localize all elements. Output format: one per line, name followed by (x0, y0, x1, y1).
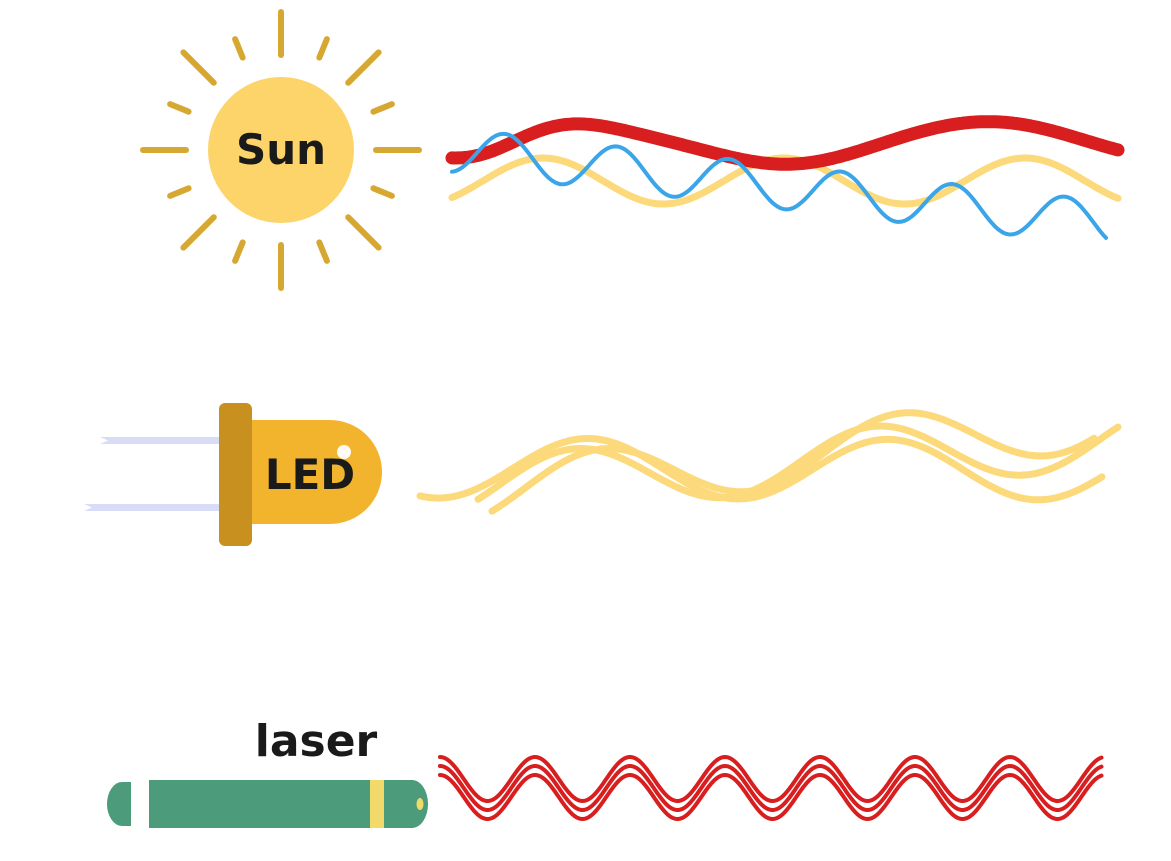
sun-ray (316, 36, 330, 61)
sun-icon: Sun (140, 9, 422, 291)
laser-wave (438, 772, 1104, 822)
sun-body (208, 77, 354, 223)
sun-ray (167, 101, 192, 115)
laser-label: laser (255, 716, 378, 767)
sun-label: Sun (236, 125, 326, 174)
sun-ray (232, 239, 246, 264)
sun-ray (167, 185, 192, 199)
led-wave (416, 435, 1106, 504)
sun-ray (180, 49, 217, 86)
laser-cap (107, 782, 131, 826)
sun-ray (345, 49, 382, 86)
sun-ray (370, 185, 395, 199)
sun-ray (370, 101, 395, 115)
led-wave (488, 409, 1098, 515)
laser-body (149, 780, 428, 828)
led-icon: LED (84, 403, 382, 546)
led-rim (219, 403, 252, 546)
led-body (245, 420, 382, 524)
sun-wave-blue (450, 131, 1108, 240)
laser-aperture (416, 798, 424, 810)
led-wave (474, 422, 1122, 503)
sun-light-waves (445, 115, 1125, 240)
led-lead-bottom (84, 504, 225, 511)
laser-light-waves (438, 754, 1104, 822)
laser-band (370, 780, 384, 828)
led-lead-top (100, 437, 225, 444)
sun-rays (140, 9, 422, 291)
led-label: LED (265, 450, 355, 499)
laser-wave (438, 754, 1104, 804)
laser-wave (438, 763, 1104, 813)
sun-ray (180, 214, 217, 251)
laser-icon: laser (107, 716, 428, 828)
sun-ray (316, 239, 330, 264)
led-light-waves (416, 409, 1122, 515)
sun-ray (232, 36, 246, 61)
sun-wave-red (445, 115, 1125, 171)
led-highlight (337, 445, 351, 459)
sun-ray (345, 214, 382, 251)
